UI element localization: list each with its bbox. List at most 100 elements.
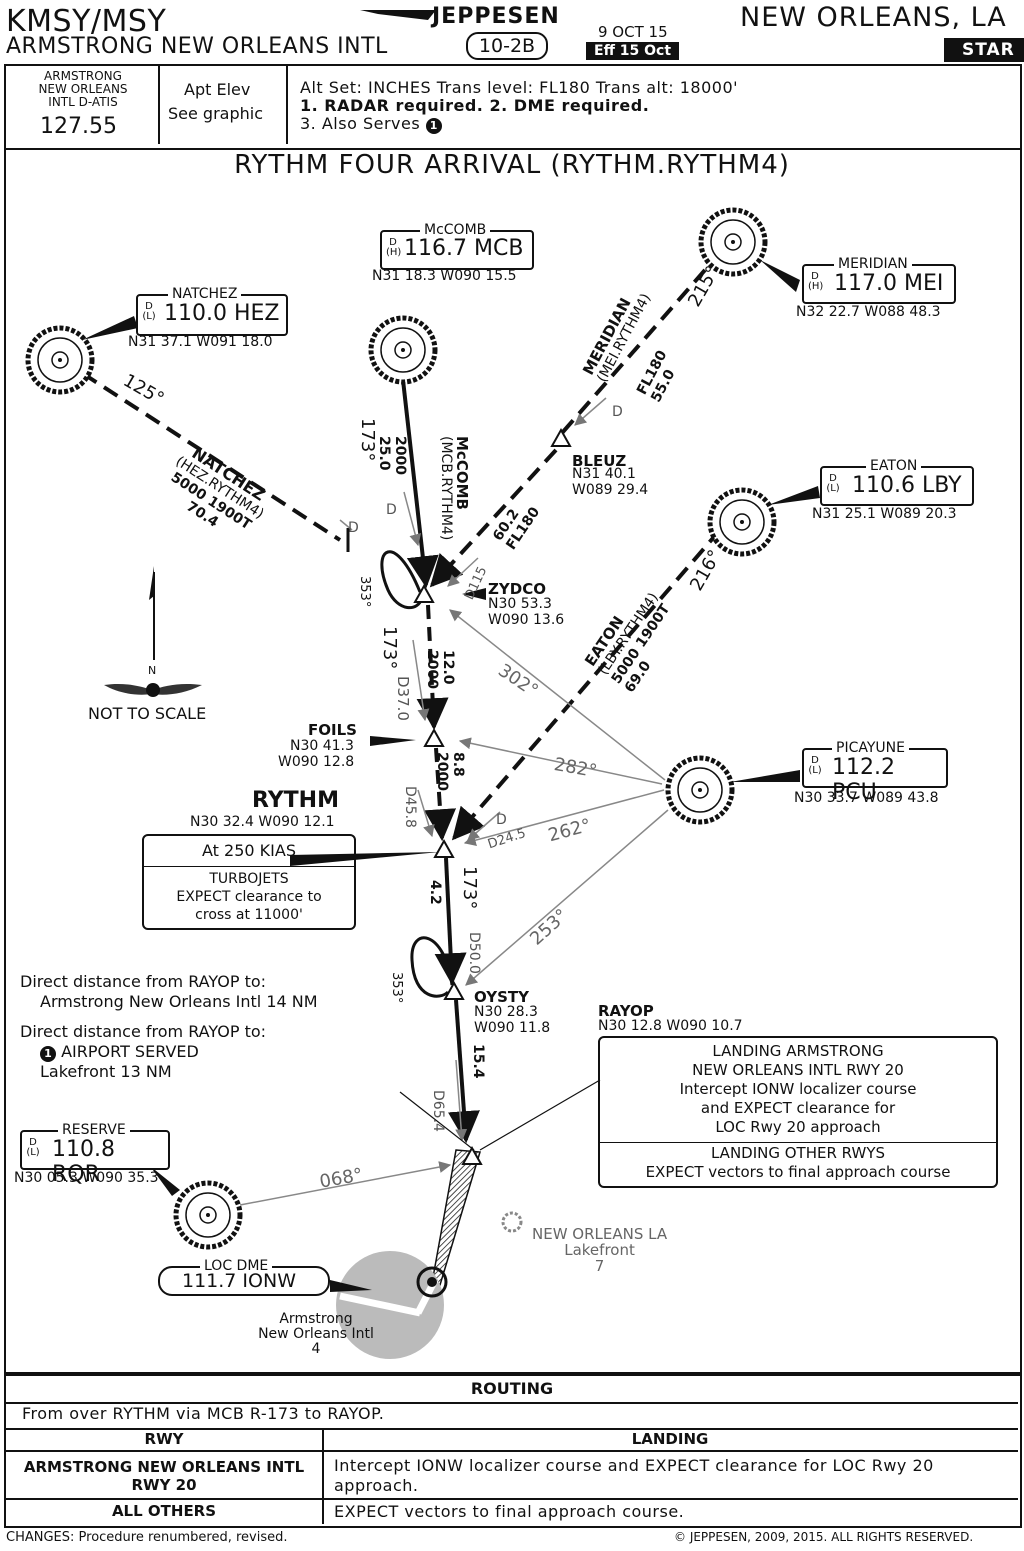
changes-note: CHANGES: Procedure renumbered, revised.: [6, 1530, 288, 1545]
jeppesen-logo-icon: [360, 10, 436, 20]
meridian-vor-icon: [698, 207, 768, 277]
meridian-navaid-box: MERIDIAN D (H) 117.0 MEI: [802, 256, 956, 304]
reserve-navaid-box: RESERVE D (L) 110.8 RQR: [20, 1122, 170, 1187]
picayune-class: D (L): [808, 755, 822, 776]
hez-dme-arrow: [339, 519, 353, 531]
foils-fix-icon: [423, 727, 445, 747]
airport-ident: KMSY/MSY: [6, 4, 167, 39]
oysty-fix-icon: [443, 980, 465, 1000]
pcu-253-radial: [465, 809, 669, 986]
mcb-dme-arrow: [403, 491, 422, 547]
rayop-leader-line: [479, 1079, 601, 1151]
d45-arrow: [417, 789, 435, 838]
globe-icon: [146, 683, 160, 697]
oysty-hold-course: 353°: [389, 972, 404, 1004]
meridian-frequency: 117.0 MEI: [834, 271, 944, 296]
reserve-vor-icon: [173, 1180, 243, 1250]
picayune-title: PICAYUNE: [832, 740, 909, 756]
meridian-title: MERIDIAN: [834, 256, 912, 272]
oysty-holding-pattern: [410, 936, 454, 998]
info-bar: [4, 64, 1022, 150]
mccomb-title: McCOMB: [420, 222, 491, 238]
zydco-lat: N30 53.3: [488, 596, 552, 612]
d50-label: D50.0: [466, 932, 482, 974]
rayop-name: RAYOP: [598, 1002, 654, 1020]
routing-heading: ROUTING: [6, 1376, 1018, 1404]
rythm-oysty-dist: 4.2: [427, 880, 443, 905]
natchez-class: D (L): [142, 301, 156, 322]
rayop-label-leader: [399, 1091, 475, 1151]
table-row-landing-others: EXPECT vectors to final approach course.: [334, 1502, 685, 1521]
loc-dme-symbol-icon: [416, 1266, 448, 1298]
eaton-coordinates: N31 25.1 W089 20.3: [812, 506, 957, 522]
zydco-pointer: [462, 588, 486, 600]
table-row-rwy-armstrong: ARMSTRONG NEW ORLEANS INTL RWY 20: [23, 1458, 305, 1494]
runway-02-20: [339, 1292, 421, 1317]
bleuz-lat: N31 40.1: [572, 466, 636, 482]
d65-arrow: [455, 1059, 468, 1142]
meridian-route-line: [560, 268, 707, 435]
d24-arrow: [467, 811, 501, 841]
notes-line: 1. RADAR required. 2. DME required.: [300, 96, 650, 115]
bleuz-name: BLEUZ: [572, 452, 627, 470]
rythm-oysty-line: [434, 857, 467, 986]
row-divider: [6, 1498, 1018, 1500]
meridian-coordinates: N32 22.7 W088 48.3: [796, 304, 941, 320]
picayune-frequency: 112.2 PCU: [832, 755, 895, 805]
effective-date: Eff 15 Oct: [586, 42, 680, 60]
mccomb-route-label: McCOMB(MCB.RYTHM4): [438, 436, 471, 541]
rythm-speed-note: At 250 KIAS: [144, 836, 354, 867]
foils-rythm-line: [424, 747, 457, 842]
picayune-navaid-box: PICAYUNE D (L) 112.2 PCU: [802, 740, 948, 805]
natchez-dme-d: D: [348, 520, 359, 536]
copyright-note: © JEPPESEN, 2009, 2015. ALL RIGHTS RESER…: [674, 1530, 974, 1544]
locdme-pointer: [330, 1280, 372, 1292]
pcu-302-radial: [449, 609, 666, 781]
north-label: N: [148, 664, 157, 677]
natchez-pointer: [82, 316, 138, 340]
bleuz-lon: W089 29.4: [572, 482, 649, 498]
reserve-coordinates: N30 05.3 W090 35.3: [14, 1170, 159, 1186]
meridian-dme-d: D: [612, 404, 623, 420]
oysty-name: OYSTY: [474, 988, 529, 1006]
mccomb-navaid-box: McCOMB D (H) 116.7 MCB: [380, 222, 534, 270]
rythm-fix-icon: [433, 838, 455, 858]
natchez-navaid-box: NATCHEZ D (L) 110.0 HEZ: [136, 286, 288, 336]
city-name: NEW ORLEANS, LA: [740, 2, 1007, 33]
eaton-navaid-box: EATON D (L) 110.6 LBY: [820, 458, 974, 506]
locdme-navaid-box: LOC DME 111.7 IONW: [158, 1258, 330, 1296]
mccomb-dme-d: D: [386, 502, 397, 518]
rythm-dme-d: D: [496, 812, 507, 828]
eaton-route-line: [451, 528, 722, 841]
bleuz-fix-icon: [550, 427, 572, 447]
direct-distance-note-2: Direct distance from RAYOP to: 1 AIRPORT…: [20, 1022, 267, 1081]
routing-table: [4, 1374, 1022, 1528]
zydco-fix-icon: [413, 583, 435, 603]
apt-elev-value: See graphic: [168, 104, 264, 123]
table-row-landing-armstrong: Intercept IONW localizer course and EXPE…: [334, 1456, 934, 1495]
meridian-pointer: [760, 260, 800, 292]
rqr-068-radial: [239, 1161, 452, 1206]
airport-1-marker-icon: 1: [40, 1046, 56, 1062]
landing-column-header: LANDING: [631, 1430, 709, 1448]
foils-lon: W090 12.8: [278, 754, 355, 770]
direct-distance-note-1: Direct distance from RAYOP to: Armstrong…: [20, 972, 318, 1011]
apt-elev-label: Apt Elev: [184, 80, 251, 99]
route-map: [25, 207, 820, 1359]
airport-name: ARMSTRONG NEW ORLEANS INTL: [6, 34, 388, 59]
zydco-lon: W090 13.6: [488, 612, 565, 628]
oysty-lat: N30 28.3: [474, 1004, 538, 1020]
oysty-rayop-line: [447, 999, 480, 1144]
picayune-coordinates: N30 33.7 W089 43.8: [794, 790, 939, 806]
picayune-vor-icon: [665, 755, 735, 825]
table-row-rwy-others: ALL OTHERS: [111, 1502, 217, 1520]
zydco-foils-radial: 173°: [379, 626, 400, 670]
routing-text: From over RYTHM via MCB R-173 to RAYOP.: [22, 1404, 385, 1423]
d115-arrow: [447, 557, 479, 587]
